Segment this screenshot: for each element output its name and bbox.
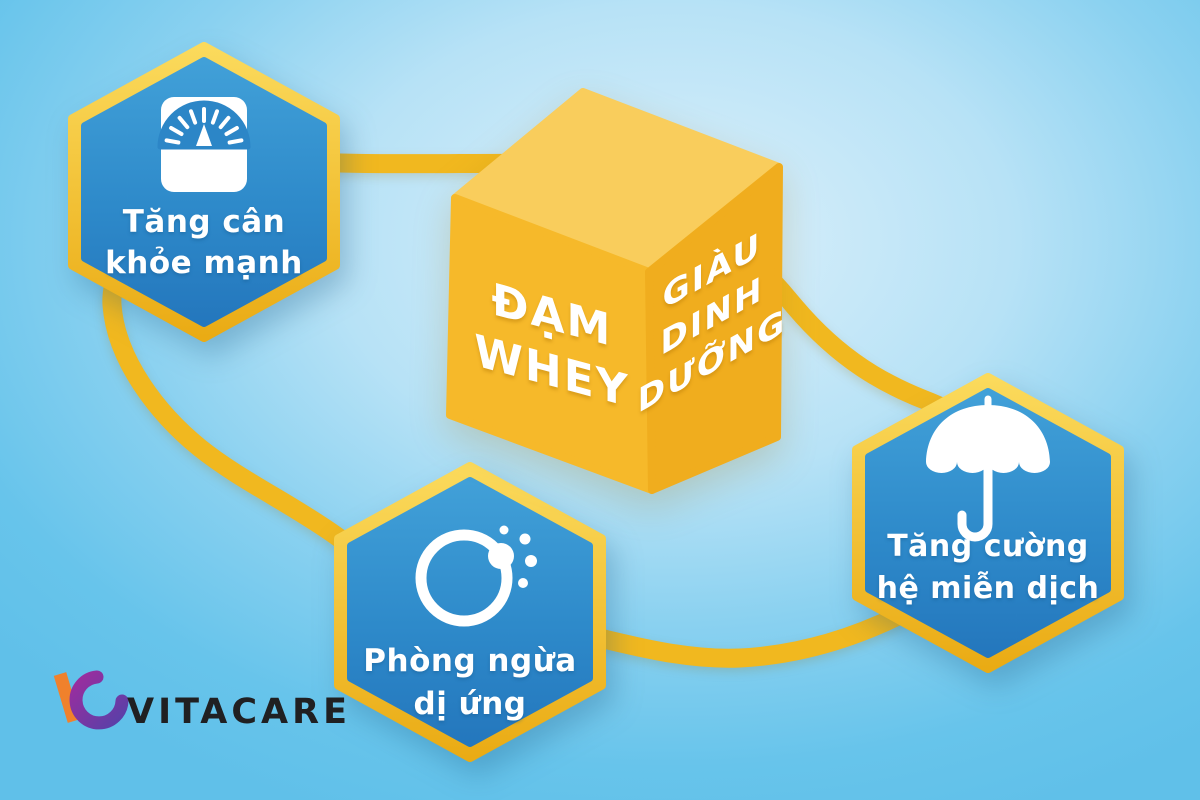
brand-name: VITACARE — [127, 692, 351, 732]
benefit-hexagon-allergy-prevention — [334, 462, 606, 762]
logo-c-stroke — [69, 670, 129, 730]
allergen-molecule-icon — [415, 525, 537, 627]
umbrella-icon — [926, 395, 1050, 542]
benefit-label-immune-system: Tăng cường hệ miễn dịch — [848, 526, 1128, 610]
benefit-label-line: khỏe mạnh — [105, 245, 303, 281]
benefit-label-line: dị ứng — [413, 686, 527, 722]
benefit-label-weight-gain: Tăng cân khỏe mạnh — [64, 202, 344, 284]
benefit-hexagon-immune-system — [852, 373, 1124, 673]
nutrition-cube — [446, 88, 783, 494]
benefit-label-line: Tăng cường — [887, 529, 1089, 564]
benefit-label-line: hệ miễn dịch — [876, 571, 1100, 606]
benefit-label-line: Phòng ngừa — [363, 643, 577, 679]
cube-side-face — [645, 163, 783, 494]
vitacare-logo-mark — [53, 670, 129, 730]
benefit-hexagon-weight-gain — [68, 42, 340, 342]
logo-v-stroke — [53, 672, 81, 723]
weight-scale-icon — [157, 97, 251, 192]
hexagon-blue-face — [347, 477, 593, 747]
benefit-label-allergy-prevention: Phòng ngừa dị ứng — [330, 640, 610, 726]
benefit-label-line: Tăng cân — [122, 204, 286, 240]
